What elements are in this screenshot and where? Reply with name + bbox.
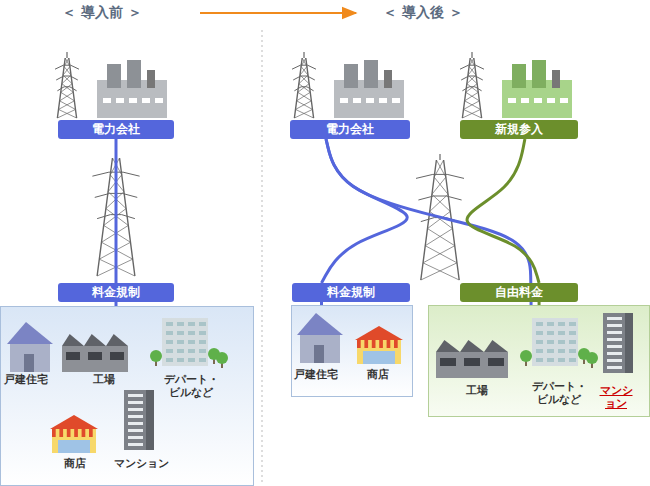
- customer-label: マンション: [600, 384, 633, 410]
- plant-pylon: [55, 52, 79, 118]
- customer-panel: 工場 デパート・ ビルなどマンション: [428, 305, 650, 417]
- power-plant: [97, 60, 167, 118]
- shop-icon: [355, 326, 403, 364]
- building-icon: [520, 318, 598, 368]
- panel-ground: [291, 305, 413, 397]
- building-icon: [150, 318, 228, 368]
- plant-pylon: [460, 52, 484, 118]
- label-box: 自由料金: [460, 283, 578, 302]
- customer-label: マンション: [114, 457, 169, 470]
- divider-line: [262, 30, 263, 484]
- label-box: 料金規制: [292, 283, 410, 302]
- customer-label: 工場: [93, 373, 115, 386]
- customer-label: デパート・ ビルなど: [527, 380, 591, 406]
- label-box: 電力会社: [290, 120, 410, 139]
- house-icon: [7, 322, 53, 372]
- box-label: 料金規制: [92, 284, 140, 301]
- panel-ground: [0, 306, 254, 486]
- customer-label: 戸建住宅: [4, 373, 48, 386]
- transition-arrow: [200, 12, 356, 14]
- power-line-path: [467, 139, 539, 283]
- box-label: 電力会社: [92, 121, 140, 138]
- factory-icon: [436, 340, 508, 378]
- power-line: [326, 139, 531, 283]
- customer-panel: 戸建住宅 商店: [291, 305, 413, 397]
- power-plant: [334, 60, 404, 118]
- power-line-path: [326, 139, 531, 283]
- customer-label: 戸建住宅: [294, 368, 338, 381]
- label-box: 電力会社: [58, 120, 174, 139]
- shop-icon: [50, 415, 98, 453]
- box-label: 料金規制: [327, 284, 375, 301]
- mansion-icon: [124, 390, 154, 450]
- power-plant: [502, 60, 572, 118]
- power-line: [322, 139, 408, 283]
- customer-panel: 戸建住宅 工場 デパート・ ビルなど商店 マンション: [0, 306, 254, 486]
- label-box: 料金規制: [58, 283, 174, 302]
- customer-label: 工場: [466, 384, 488, 397]
- panel-ground: [428, 305, 650, 417]
- label-box: 新規参入: [460, 120, 578, 139]
- plant-pylon: [292, 52, 316, 118]
- section-heading: ＜ 導入後 ＞: [383, 4, 463, 22]
- power-line-path: [115, 139, 118, 283]
- customer-label: 商店: [367, 368, 389, 381]
- power-line: [467, 139, 539, 283]
- mansion-icon: [603, 313, 633, 373]
- box-label: 新規参入: [495, 121, 543, 138]
- customer-label: 商店: [64, 457, 86, 470]
- customer-label: デパート・ ビルなど: [160, 373, 222, 399]
- section-heading: ＜ 導入前 ＞: [62, 4, 142, 22]
- box-label: 電力会社: [326, 121, 374, 138]
- house-icon: [297, 313, 343, 363]
- factory-icon: [62, 334, 128, 372]
- box-label: 自由料金: [495, 284, 543, 301]
- power-line-path: [322, 139, 408, 283]
- power-line: [116, 139, 117, 283]
